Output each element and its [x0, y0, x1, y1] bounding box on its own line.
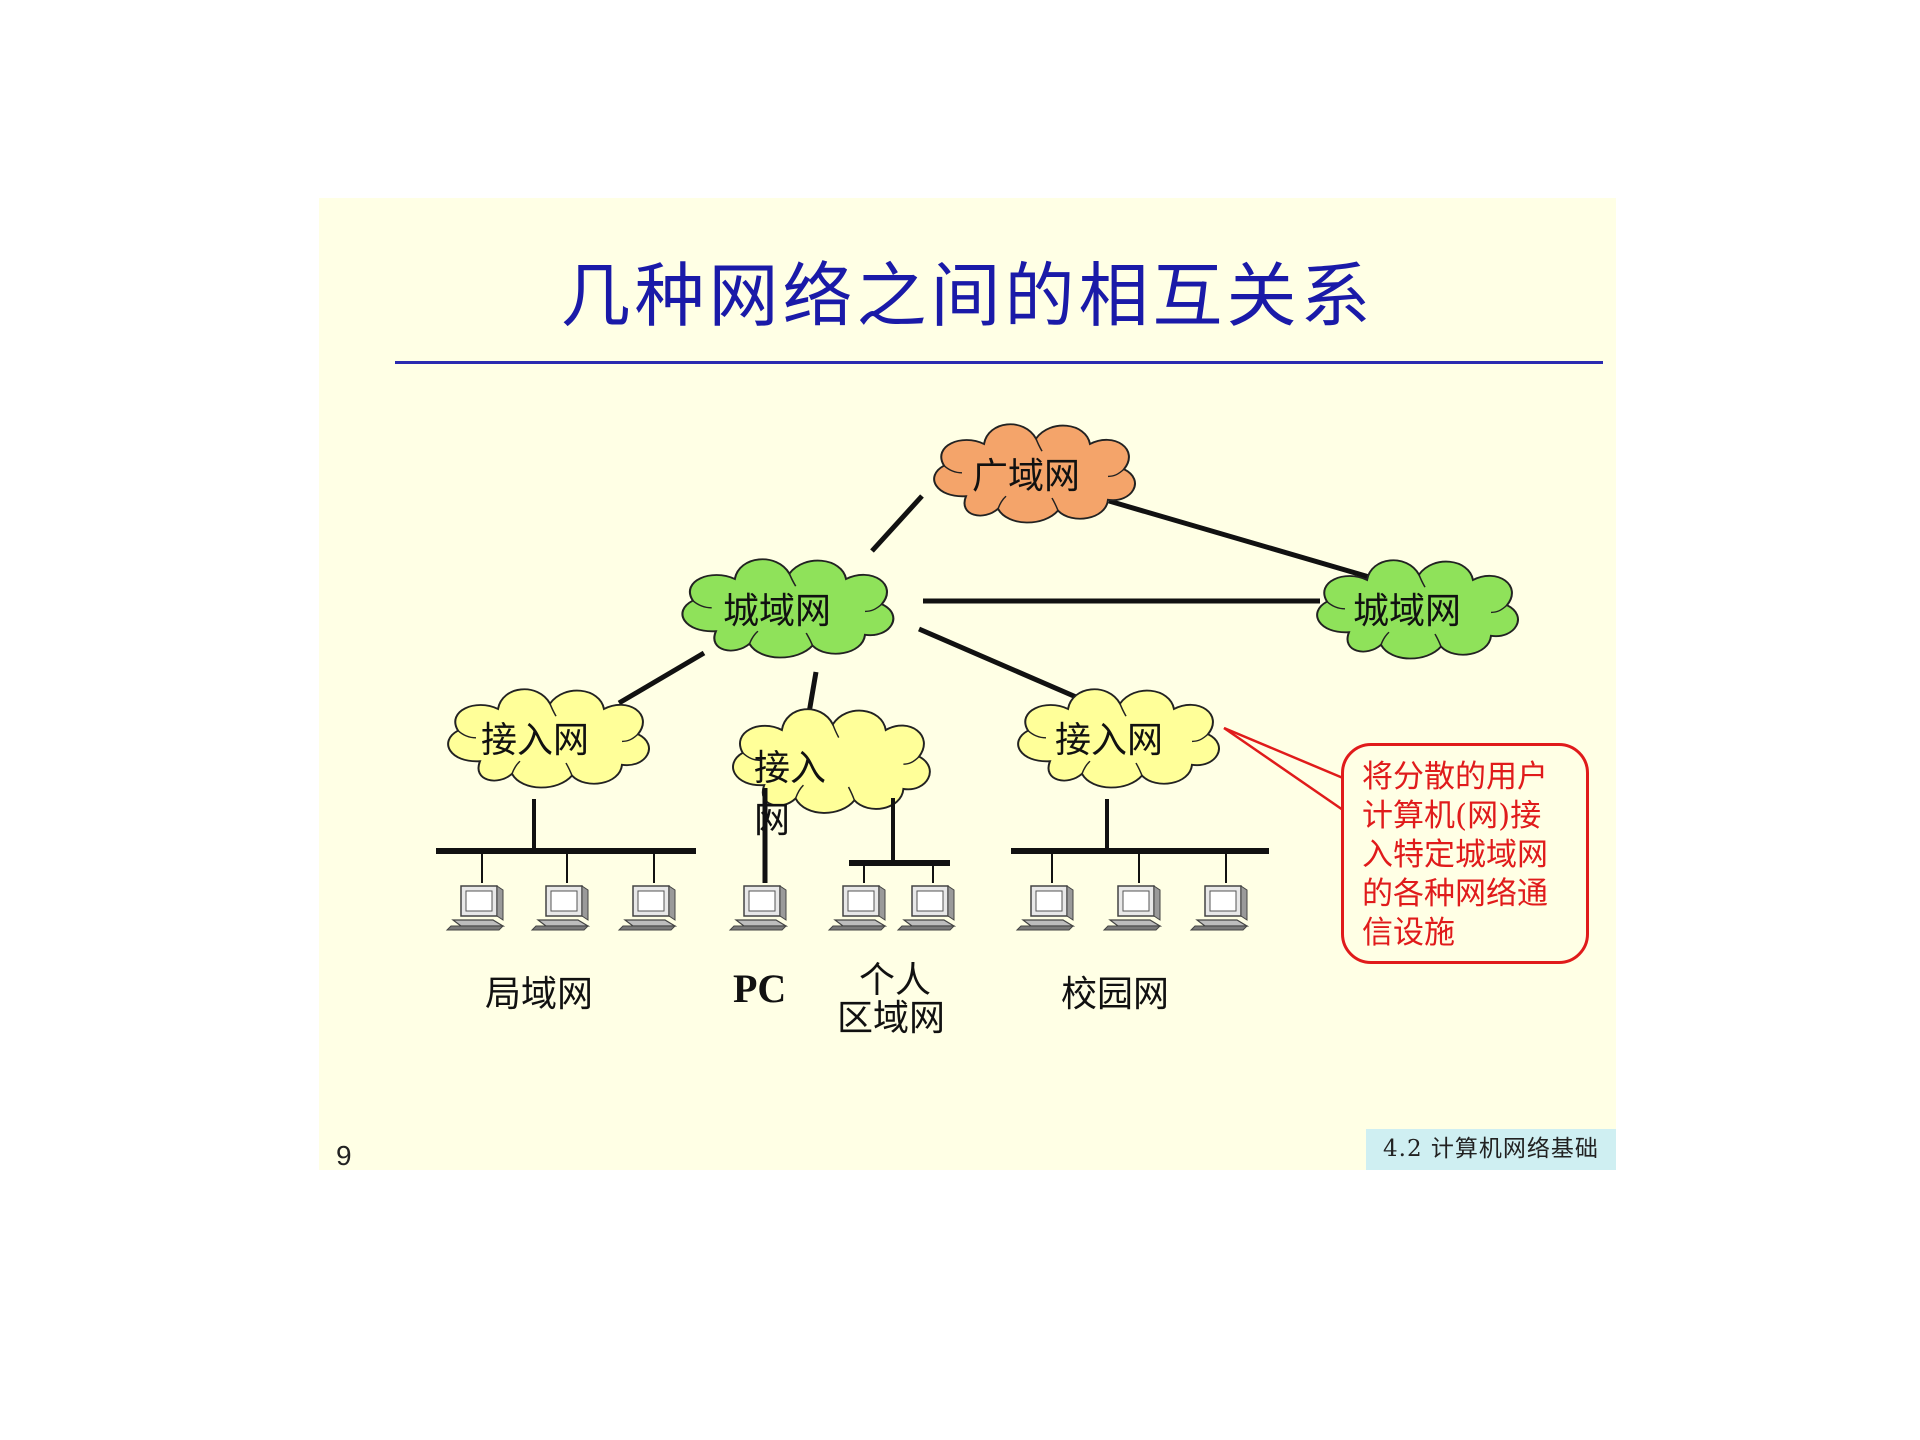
computer-icon — [618, 885, 676, 931]
computer-icon — [1103, 885, 1161, 931]
callout-pointer — [1223, 726, 1344, 812]
callout-box: 将分散的用户计算机(网)接入特定城域网的各种网络通信设施 — [1341, 743, 1589, 964]
link-man-access-middle — [806, 671, 819, 714]
links — [617, 494, 1377, 714]
computer-icon — [1190, 885, 1248, 931]
pan-label-line2: 区域网 — [837, 998, 946, 1039]
footer-section-label: 4.2 计算机网络基础 — [1366, 1129, 1616, 1170]
campus-wiring — [1011, 799, 1269, 883]
computer-icon — [1016, 885, 1074, 931]
network-diagram — [436, 423, 1519, 931]
access-middle-label: 接入网 — [754, 748, 827, 841]
access-left-label: 接入网 — [481, 720, 590, 761]
title-underline — [395, 361, 1603, 364]
pc-label: PC — [733, 966, 787, 1011]
man-right-label: 城域网 — [1353, 591, 1462, 632]
lan-wiring — [436, 799, 696, 883]
man-left-label: 城域网 — [723, 591, 832, 632]
pan-wiring — [849, 798, 950, 883]
slide: 几种网络之间的相互关系 — [319, 198, 1616, 1171]
computer-icon — [531, 885, 589, 931]
link-man-access-right — [918, 626, 1084, 703]
link-wan-man-right — [1108, 498, 1377, 582]
lan-label: 局域网 — [485, 974, 594, 1015]
page-number: 9 — [336, 1140, 352, 1171]
computer-icon — [897, 885, 955, 931]
computer-icon — [729, 885, 787, 931]
campus-label: 校园网 — [1061, 974, 1170, 1015]
access-right-label: 接入网 — [1055, 720, 1164, 761]
pan-label-line1: 个人 — [859, 960, 932, 1001]
callout-text: 将分散的用户计算机(网)接入特定城域网的各种网络通信设施 — [1362, 759, 1548, 951]
wan-label: 广域网 — [972, 456, 1081, 497]
link-wan-man-left — [870, 494, 924, 553]
slide-title: 几种网络之间的相互关系 — [560, 255, 1375, 337]
computer-icon — [828, 885, 886, 931]
link-man-access-left — [617, 650, 706, 706]
computer-icon — [446, 885, 504, 931]
